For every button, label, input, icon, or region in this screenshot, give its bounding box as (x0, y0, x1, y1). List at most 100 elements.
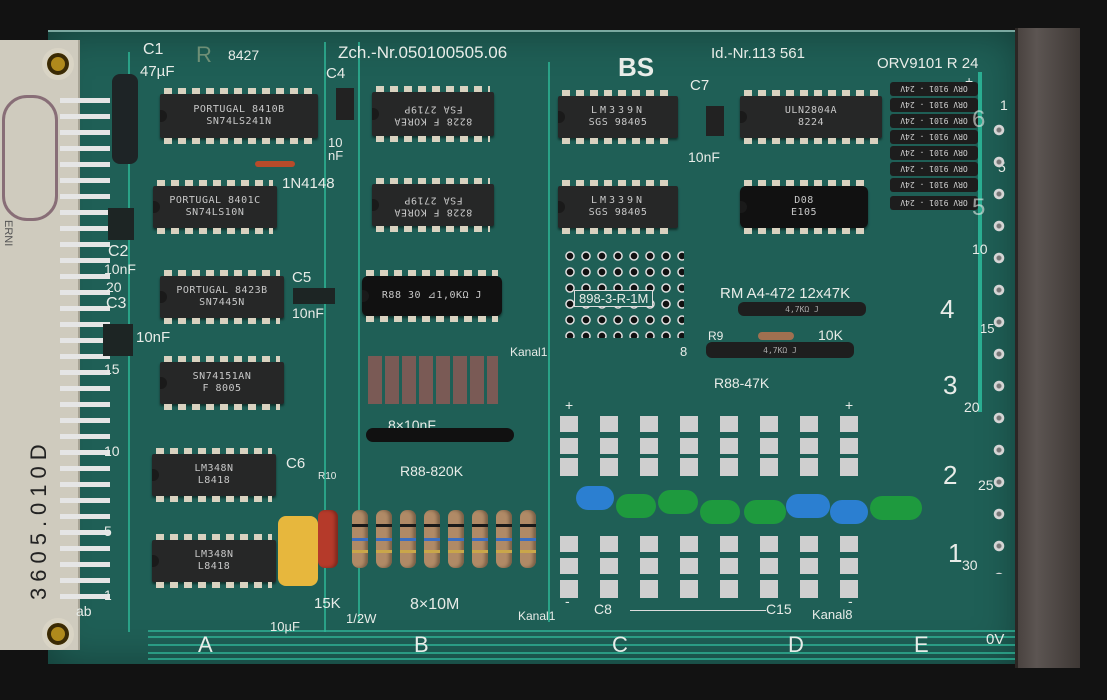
pin-10-left: 10 (104, 443, 120, 459)
resistor-r10 (318, 510, 338, 568)
ic-u5-brand: LM348N (194, 462, 234, 474)
kanal1-mid-label: Kanal1 (510, 345, 548, 359)
ic-u11-part: 8224 (797, 117, 825, 128)
zero-volt-label: 0V (986, 631, 1005, 648)
c5-label: C5 (292, 269, 312, 286)
ic-u1-brand: PORTUGAL 8410B (193, 103, 285, 115)
plus-kanal1: + (565, 397, 574, 413)
relay-ref: ORV9101 R 24 (877, 55, 979, 72)
board-code: BS (618, 52, 655, 82)
c1-label: C1 (143, 41, 164, 58)
resistor-network-1k-label: R88 30 ⊿1,0KΩ J (381, 289, 483, 301)
r10-label: R10 (318, 471, 337, 482)
ic-u12-brand: D08 (794, 194, 814, 206)
pin-15-left: 15 (104, 361, 120, 377)
trace (358, 42, 360, 622)
pin-15-right: 15 (980, 321, 995, 336)
capacitor-c11 (700, 500, 740, 524)
relay-5: ORV 9101 - 24V (890, 146, 978, 160)
plus-kanal8: + (845, 397, 854, 413)
bus-trace (148, 636, 1048, 638)
resistor-network-1k: R88 30 ⊿1,0KΩ J (362, 270, 502, 322)
relay-2: ORV 9101 - 24V (890, 98, 978, 112)
trace (548, 62, 550, 622)
c3-value: 10nF (136, 329, 171, 346)
capacitor-c12 (744, 500, 786, 524)
pin-1-left: 1 (104, 587, 112, 603)
ic-u4-brand: SN74151AN (192, 370, 252, 382)
bus-trace (148, 644, 1048, 646)
c1-value: 47µF (140, 63, 175, 80)
pin-5-left: 5 (104, 523, 112, 539)
r-mark: R (196, 42, 212, 67)
resistor-network-47k-1-label: 4,7KΩ J (785, 304, 819, 314)
column-letter-c: C (612, 632, 628, 657)
kanal8-mid-label: 8 (680, 344, 688, 359)
ic-u7-part: 8228 F KOREA (393, 115, 473, 127)
capacitor-c5 (293, 288, 335, 304)
capacitor-c4 (336, 88, 354, 120)
resistor-r9 (758, 332, 794, 340)
capacitor-array-8x10nf (368, 356, 498, 404)
c7-label: C7 (690, 77, 710, 94)
c2-label: C2 (108, 243, 129, 260)
capacitor-c10 (658, 490, 698, 514)
pin-25-right: 25 (978, 477, 994, 493)
column-letter-a: A (198, 632, 213, 657)
resistor-network-47k-2-label: 4,7KΩ J (763, 345, 797, 355)
relay-3: ORV 9101 - 24V (890, 114, 978, 128)
ic-u3-part: SN7445N (199, 297, 245, 308)
electrolytic-capacitor-c1 (112, 74, 138, 164)
r10-value: 15K (314, 595, 341, 612)
right-pin-holes (992, 114, 1006, 574)
resistor-network-bar-1 (366, 428, 514, 442)
ic-u9-brand: LM339N (590, 104, 646, 116)
connector-screw-bottom (42, 618, 74, 650)
r88-820k-label: R88-820K (400, 463, 464, 479)
c5-value: 10nF (292, 305, 324, 321)
r9-label: R9 (708, 329, 724, 343)
capacitor-c13 (786, 494, 830, 518)
channel-1: 1 (948, 538, 963, 568)
connector-rows-label: ab (76, 603, 92, 619)
ic-u10-part: SGS 98405 (588, 207, 648, 218)
kanal8-bottom-label: Kanal8 (812, 607, 853, 622)
r10-power: 1/2W (346, 611, 377, 626)
capacitor-c8 (576, 486, 614, 510)
date-code: 8427 (228, 47, 260, 63)
column-letter-b: B (414, 632, 429, 657)
channel-2: 2 (943, 460, 958, 490)
ic-u2-part: SN74LS10N (185, 207, 245, 218)
ic-u6-part: L8418 (197, 561, 231, 572)
diode-1n4148 (255, 161, 295, 167)
rm-label: RM A4-472 12x47K (720, 285, 851, 302)
electrolytic-capacitor-c6 (278, 516, 318, 586)
channel-3: 3 (943, 370, 958, 400)
ic-u8-part: 8228 F KOREA (393, 206, 473, 218)
socket-label: 898-3-R-1M (574, 290, 654, 307)
relay-plus: + (965, 73, 974, 89)
bus-trace (148, 630, 1048, 632)
relay-7: ORV 9101 - 24V (890, 178, 978, 192)
bus-trace (148, 658, 1048, 660)
ic-u10-brand: LM339N (590, 194, 646, 206)
column-letter-d: D (788, 632, 804, 657)
relay-1: ORV 9101 - 24V (890, 82, 978, 96)
connector-pins (60, 90, 110, 600)
trace (978, 72, 982, 412)
ic-u1-part: SN74LS241N (206, 116, 272, 127)
r9-value: 10K (818, 327, 843, 343)
capacitor-c7 (706, 106, 724, 136)
capacitor-c15 (870, 496, 922, 520)
c4-value: 10 nF (328, 135, 344, 163)
capacitor-pads-bottom (560, 536, 860, 598)
